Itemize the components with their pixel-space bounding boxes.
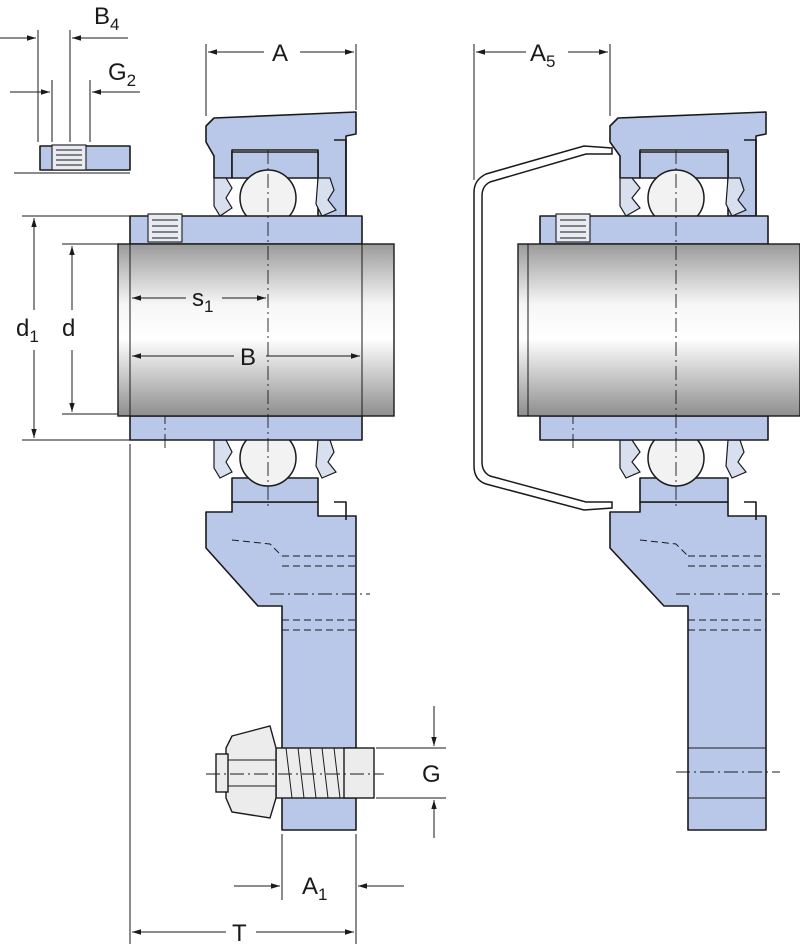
dimension-lines bbox=[22, 44, 611, 944]
label-d1: d1 bbox=[16, 315, 39, 346]
label-A1: A1 bbox=[302, 873, 327, 904]
shaft-right bbox=[517, 243, 800, 417]
grub-screw-left bbox=[147, 213, 183, 243]
label-B: B bbox=[240, 344, 256, 371]
grub-screw-right bbox=[555, 213, 591, 243]
housing-right bbox=[609, 111, 780, 831]
label-G2: G2 bbox=[108, 59, 136, 90]
label-T: T bbox=[232, 920, 247, 947]
label-d: d bbox=[62, 315, 75, 342]
label-B4: B4 bbox=[94, 3, 119, 34]
grub-screw-detail bbox=[51, 144, 87, 171]
hex-nut bbox=[225, 725, 277, 819]
bearing-right bbox=[539, 169, 769, 487]
label-G: G bbox=[422, 761, 441, 788]
label-A: A bbox=[272, 40, 288, 67]
label-A5: A5 bbox=[530, 40, 555, 71]
bolt-assembly bbox=[206, 725, 384, 819]
end-cap bbox=[473, 145, 613, 511]
collar-detail bbox=[0, 30, 140, 174]
label-s1: s1 bbox=[192, 285, 213, 316]
shaft-left bbox=[117, 243, 395, 417]
